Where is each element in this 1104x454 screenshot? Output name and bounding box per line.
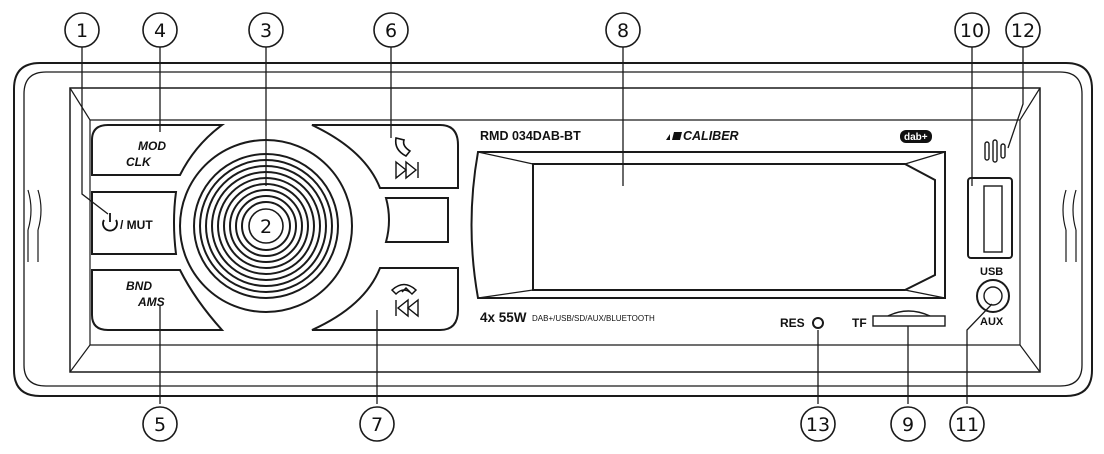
- left-side-clip: [27, 189, 42, 262]
- faceplate-bevel-top: [69, 87, 1041, 121]
- knob-groove: [241, 201, 291, 251]
- usb-label: USB: [980, 266, 1003, 278]
- power-icon: [102, 213, 118, 232]
- callout-12: 12: [1011, 20, 1035, 42]
- mod-clk-button[interactable]: [91, 124, 226, 176]
- previous-track-button[interactable]: [311, 267, 459, 331]
- model-name: RMD 034DAB-BT: [480, 129, 581, 143]
- callout-7: 7: [371, 414, 383, 436]
- clk-label: CLK: [126, 155, 152, 169]
- callout-circle-11: [949, 406, 985, 442]
- callout-1: 1: [76, 20, 88, 42]
- previous-track-icon: [395, 298, 419, 318]
- blank-button[interactable]: [384, 197, 449, 243]
- callout-circle-12: [1005, 12, 1041, 48]
- reset-hole-icon[interactable]: [812, 317, 824, 329]
- knob-groove: [229, 189, 303, 263]
- callout-8: 8: [617, 20, 629, 42]
- callout-6: 6: [385, 20, 397, 42]
- callout-circle-8: [605, 12, 641, 48]
- callout-circle-1: [64, 12, 100, 48]
- next-track-button[interactable]: [311, 124, 459, 189]
- bnd-label: BND: [126, 279, 152, 293]
- callout-10: 10: [960, 20, 984, 42]
- display-outer: [470, 151, 946, 299]
- callout-11: 11: [955, 414, 979, 436]
- callout-13: 13: [806, 414, 830, 436]
- aux-jack-icon[interactable]: [976, 279, 1010, 313]
- microphone-icon: [984, 139, 1006, 163]
- svg-text:CALIBER: CALIBER: [683, 129, 739, 143]
- display-bevel: [477, 151, 946, 299]
- callout-9: 9: [902, 414, 914, 436]
- usb-port-icon[interactable]: [967, 177, 1013, 259]
- power-mute-button[interactable]: [91, 191, 178, 255]
- dab-badge: dab+: [900, 130, 932, 143]
- callout-5: 5: [154, 414, 166, 436]
- knob-groove: [235, 195, 297, 257]
- callout-circle-5: [142, 406, 178, 442]
- callout-circle-3: [248, 12, 284, 48]
- power-spec: 4x 55W: [480, 310, 527, 325]
- outer-frame: [13, 62, 1093, 397]
- right-side-clip: [1062, 189, 1077, 262]
- callout-circle-10: [954, 12, 990, 48]
- callout-circle-4: [142, 12, 178, 48]
- callout-lines: [81, 46, 1024, 404]
- mod-label: MOD: [138, 139, 166, 153]
- callout-circle-9: [890, 406, 926, 442]
- callout-circle-6: [373, 12, 409, 48]
- aux-jack-inner: [983, 286, 1003, 306]
- tf-label: TF: [852, 316, 867, 330]
- brand-logo: CALIBER: [666, 129, 739, 143]
- bnd-ams-button[interactable]: [91, 269, 225, 331]
- display-screen: [532, 163, 936, 291]
- usb-port-inner: [983, 185, 1003, 253]
- callout-3: 3: [260, 20, 272, 42]
- outer-frame-inner: [23, 71, 1083, 387]
- faceplate-bevel-bottom: [69, 344, 1041, 373]
- mut-label: / MUT: [120, 218, 153, 232]
- svg-text:dab+: dab+: [904, 132, 928, 143]
- callout-circle-13: [800, 406, 836, 442]
- callout-circle-7: [359, 406, 395, 442]
- callout-2: 2: [260, 216, 272, 238]
- res-label: RES: [780, 316, 805, 330]
- callout-circle-2: [248, 208, 284, 244]
- next-track-icon: [395, 160, 419, 180]
- phone-hangup-icon: [390, 283, 418, 296]
- ams-label: AMS: [137, 295, 165, 309]
- phone-answer-icon: [394, 137, 412, 158]
- aux-label: AUX: [980, 316, 1004, 328]
- source-list: DAB+/USB/SD/AUX/BLUETOOTH: [532, 314, 655, 323]
- callout-4: 4: [154, 20, 166, 42]
- tf-card-slot-icon[interactable]: [872, 310, 946, 327]
